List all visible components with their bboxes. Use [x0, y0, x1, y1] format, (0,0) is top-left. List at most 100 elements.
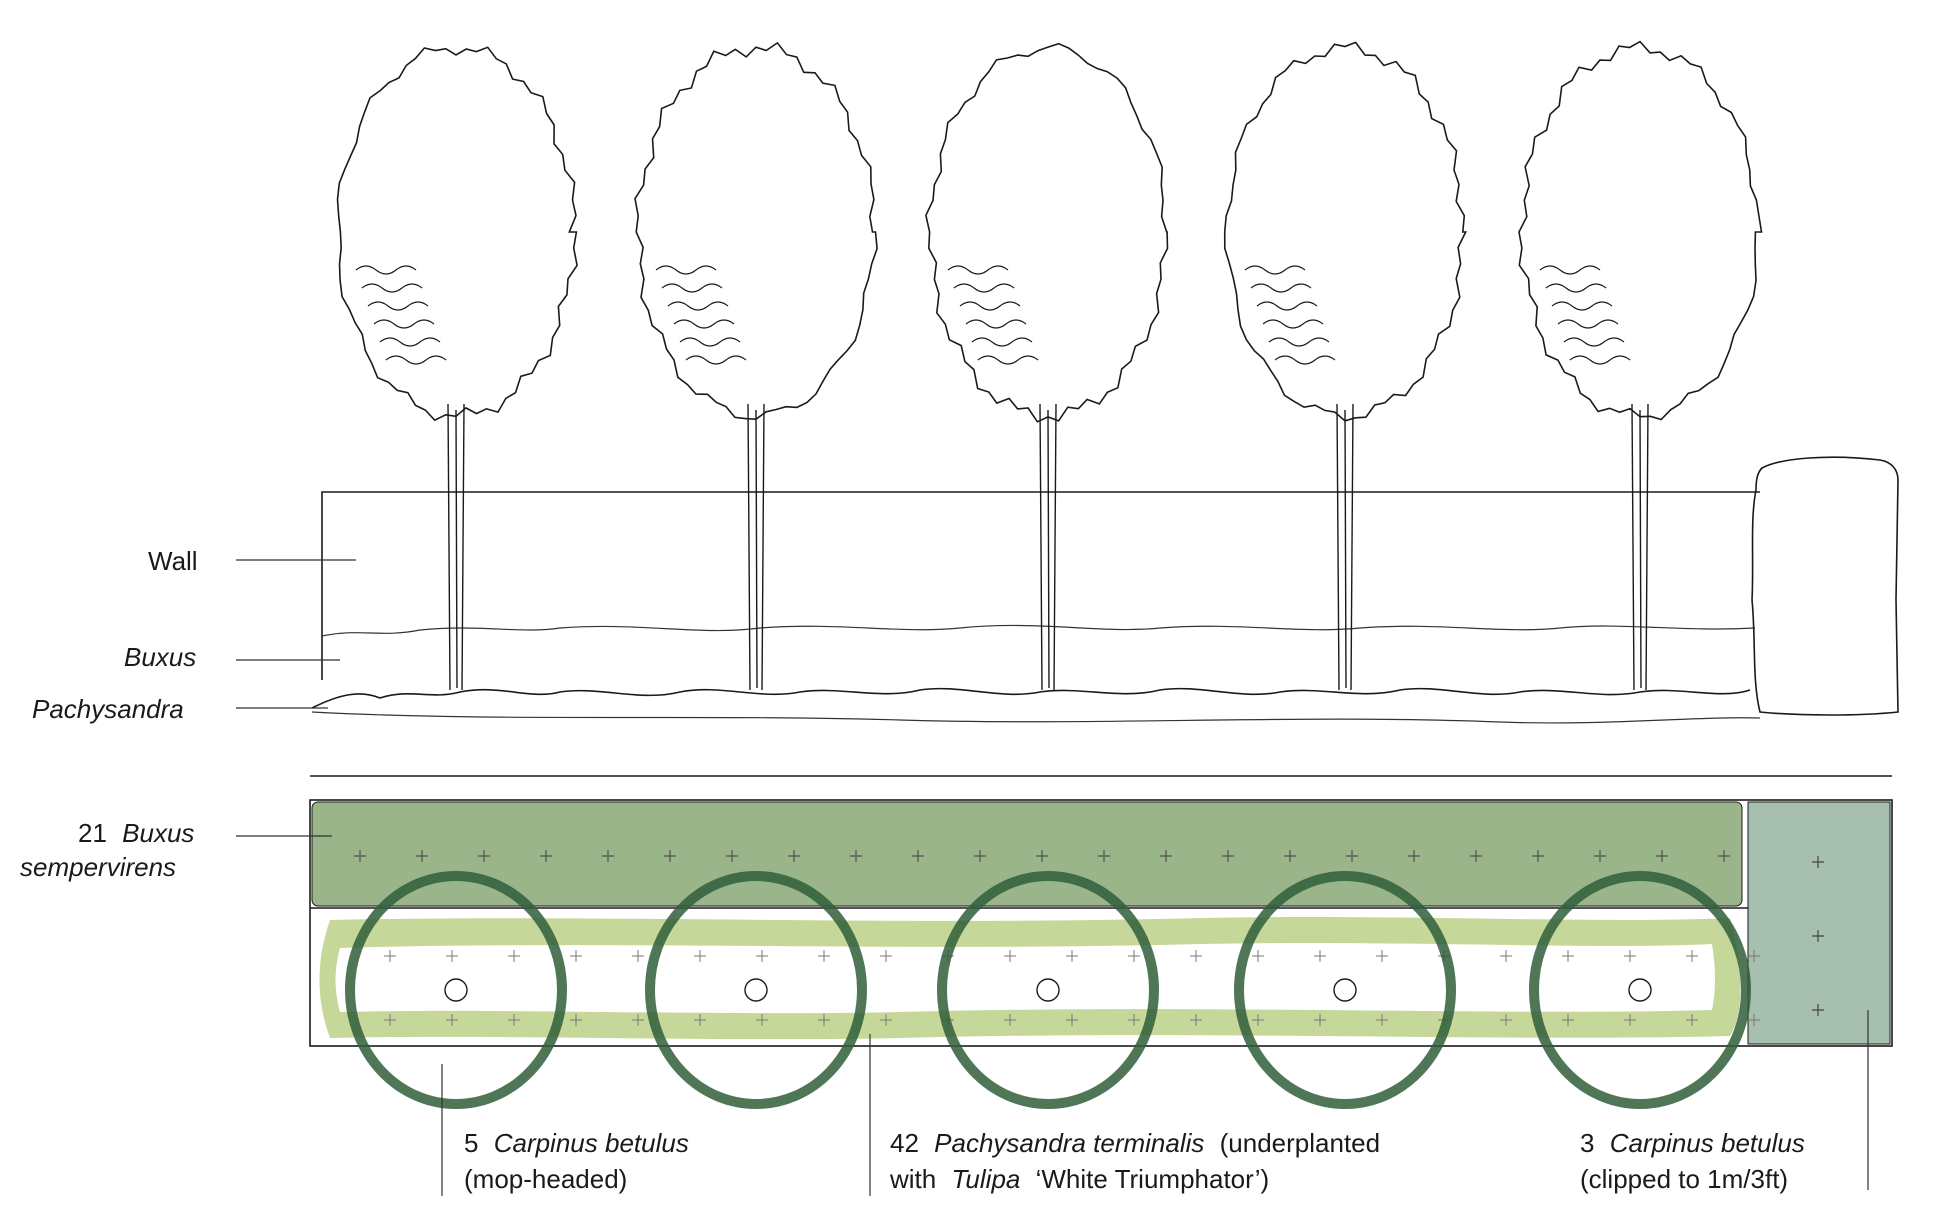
tree-canopy-shading: [1244, 265, 1336, 365]
pachysandra-marker: [880, 1014, 892, 1026]
pachysandra-marker: [570, 950, 582, 962]
pachysandra-marker: [1500, 950, 1512, 962]
pachysandra-marker: [1066, 950, 1078, 962]
pachysandra-elevation: [311, 687, 1751, 709]
pachysandra-marker: [1686, 950, 1698, 962]
tree-canopy-shading: [1539, 265, 1631, 365]
buxus-marker: [664, 850, 676, 862]
buxus-marker: [726, 850, 738, 862]
pachysandra-marker: [1252, 1014, 1264, 1026]
buxus-hedge-plan: [311, 801, 1743, 907]
label-pachysandra: Pachysandra: [32, 694, 184, 724]
buxus-marker: [850, 850, 862, 862]
buxus-marker: [1098, 850, 1110, 862]
label-pachysandra-plan-line2: with Tulipa ‘White Triumphator’): [889, 1164, 1269, 1194]
pachysandra-marker: [1376, 1014, 1388, 1026]
canopy-ring: [1234, 871, 1456, 1109]
label-buxus-plan-line2: sempervirens: [20, 852, 176, 882]
trunk-marker: [744, 978, 768, 1002]
pachysandra-marker: [1624, 1014, 1636, 1026]
pachysandra-marker: [756, 950, 768, 962]
label-carpinus-clipped-note: (clipped to 1m/3ft): [1580, 1164, 1788, 1194]
tree-5: [1518, 40, 1763, 691]
pachysandra-marker: [632, 1014, 644, 1026]
pachysandra-marker: [1128, 1014, 1140, 1026]
canopy-ring: [645, 871, 867, 1109]
buxus-marker: [1532, 850, 1544, 862]
pachysandra-marker: [818, 950, 830, 962]
buxus-plan-count: 21: [78, 818, 107, 848]
tree-canopies-plan: [345, 871, 1751, 1109]
trunk-marker: [1036, 978, 1060, 1002]
tree-trunk: [747, 403, 765, 691]
pachysandra-marker: [446, 1014, 458, 1026]
pachysandra-marker: [632, 950, 644, 962]
plan-view: [309, 799, 1893, 1109]
canopy-ring: [937, 871, 1159, 1109]
label-buxus: Buxus: [124, 642, 196, 672]
buxus-marker: [1718, 850, 1730, 862]
tree-trunk: [447, 403, 465, 691]
buxus-plan-name: Buxus: [122, 818, 194, 848]
clipped-hornbeam-plan: [1747, 801, 1891, 1045]
pachysandra-marker: [1748, 950, 1760, 962]
buxus-marker: [1470, 850, 1482, 862]
buxus-marker: [540, 850, 552, 862]
pachysandra-marker: [1748, 1014, 1760, 1026]
label-carpinus-mop: 5 Carpinus betulus: [464, 1128, 689, 1158]
tree-2: [634, 41, 878, 691]
buxus-marker: [416, 850, 428, 862]
ground-line: [311, 711, 1761, 724]
pachysandra-marker: [1252, 950, 1264, 962]
elevation-view: [311, 40, 1899, 724]
buxus-hedge-elevation: [321, 624, 1756, 637]
buxus-marker: [1594, 850, 1606, 862]
buxus-marker: [354, 850, 366, 862]
trunk-marker: [1628, 978, 1652, 1002]
buxus-marker: [1036, 850, 1048, 862]
buxus-marker: [1408, 850, 1420, 862]
clipped-hornbeam-marker: [1812, 1004, 1824, 1016]
buxus-marker: [974, 850, 986, 862]
buxus-marker: [478, 850, 490, 862]
label-buxus-plan: 21 Buxus: [78, 818, 194, 848]
tree-canopy-shading: [655, 265, 747, 365]
tree-trunk: [1631, 403, 1649, 691]
pachysandra-marker: [1376, 950, 1388, 962]
label-carpinus-mop-note: (mop-headed): [464, 1164, 627, 1194]
tree-canopy-shading: [355, 265, 447, 365]
pachysandra-marker: [694, 950, 706, 962]
pachysandra-marker: [756, 1014, 768, 1026]
pachysandra-marker: [508, 950, 520, 962]
pachysandra-plan-name: Pachysandra terminalis: [934, 1128, 1204, 1158]
buxus-marker: [1346, 850, 1358, 862]
label-pachysandra-plan: 42 Pachysandra terminalis (underplanted: [890, 1128, 1380, 1158]
clipped-hornbeam-marker: [1812, 930, 1824, 942]
label-wall: Wall: [148, 546, 198, 576]
pachysandra-tulip-genus: Tulipa: [951, 1164, 1020, 1194]
tree-canopy: [336, 46, 578, 422]
tree-canopy-shading: [947, 265, 1039, 365]
canopy-ring-2: [645, 871, 867, 1109]
pachysandra-marker: [1190, 1014, 1202, 1026]
wall: [321, 491, 1760, 680]
canopy-ring: [1529, 871, 1751, 1109]
buxus-marker: [1284, 850, 1296, 862]
pachysandra-marker: [1500, 1014, 1512, 1026]
plan-border: [309, 799, 1893, 1047]
pachysandra-marker: [570, 1014, 582, 1026]
buxus-marker: [1222, 850, 1234, 862]
pachysandra-marker: [1190, 950, 1202, 962]
pachysandra-marker: [1562, 1014, 1574, 1026]
buxus-marker: [788, 850, 800, 862]
tree-canopy: [1518, 40, 1763, 421]
pachysandra-marker: [1624, 950, 1636, 962]
canopy-ring-3: [937, 871, 1159, 1109]
canopy-ring-1: [345, 871, 567, 1109]
buxus-marker: [1160, 850, 1172, 862]
clipped-hornbeam-elevation: [1751, 456, 1899, 716]
pachysandra-marker: [1004, 1014, 1016, 1026]
carpinus-mop-count: 5: [464, 1128, 478, 1158]
label-carpinus-clipped: 3 Carpinus betulus: [1580, 1128, 1805, 1158]
